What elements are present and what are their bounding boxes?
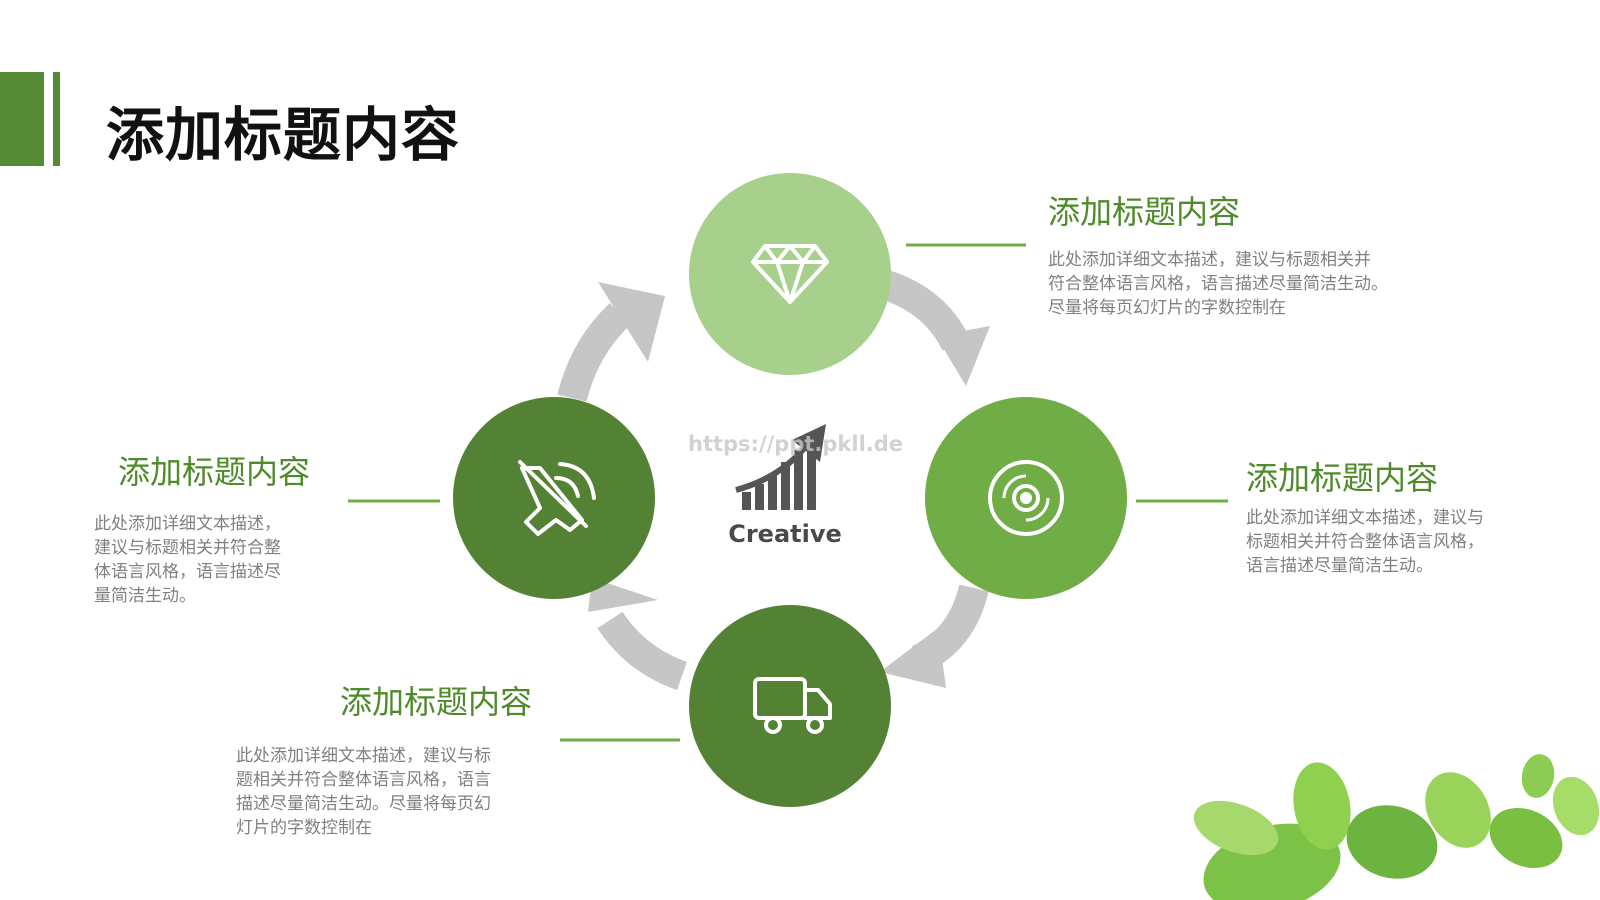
desc-line: 此处添加详细文本描述，建议与标 bbox=[236, 746, 491, 766]
desc-line: 尽量将每页幻灯片的字数控制在 bbox=[1048, 298, 1286, 318]
block-title-bottom: 添加标题内容 bbox=[340, 683, 533, 721]
center-label: Creative bbox=[728, 520, 842, 548]
arrow-head-top-right bbox=[936, 326, 990, 386]
connector-lines bbox=[348, 243, 1228, 742]
arrow-bottom-left bbox=[597, 611, 688, 691]
block-title-top: 添加标题内容 bbox=[1048, 193, 1241, 231]
node-left-circle bbox=[453, 397, 655, 599]
desc-line: 语言描述尽量简洁生动。 bbox=[1246, 556, 1433, 576]
node-top-circle bbox=[689, 173, 891, 375]
block-title-right: 添加标题内容 bbox=[1246, 459, 1439, 497]
node-top bbox=[689, 173, 891, 375]
desc-line: 量简洁生动。 bbox=[94, 586, 196, 606]
block-desc-bottom: 此处添加详细文本描述，建议与标 题相关并符合整体语言风格，语言 描述尽量简洁生动… bbox=[236, 744, 491, 840]
desc-line: 符合整体语言风格，语言描述尽量简洁生动。 bbox=[1048, 274, 1388, 294]
desc-line: 体语言风格，语言描述尽 bbox=[94, 562, 281, 582]
desc-line: 此处添加详细文本描述， bbox=[94, 514, 281, 534]
arrow-left-top bbox=[557, 303, 631, 402]
node-bottom-circle bbox=[689, 605, 891, 807]
desc-line: 此处添加详细文本描述，建议与 bbox=[1246, 508, 1484, 528]
node-right bbox=[925, 397, 1127, 599]
watermark: https://ppt.pkll.de bbox=[688, 432, 904, 456]
desc-line: 题相关并符合整体语言风格，语言 bbox=[236, 770, 491, 790]
arrow-head-right-bottom bbox=[880, 628, 946, 688]
block-desc-right: 此处添加详细文本描述，建议与 标题相关并符合整体语言风格， 语言描述尽量简洁生动… bbox=[1246, 506, 1484, 578]
arrow-head-left-top bbox=[598, 282, 665, 362]
node-left bbox=[453, 397, 655, 599]
diamond-icon bbox=[751, 244, 829, 304]
speaker-icon bbox=[518, 460, 596, 536]
accent-bar bbox=[0, 72, 44, 166]
desc-line: 灯片的字数控制在 bbox=[236, 818, 372, 838]
growth-chart-icon bbox=[735, 424, 826, 510]
leaves-decoration bbox=[1193, 754, 1600, 900]
block-desc-left: 此处添加详细文本描述， 建议与标题相关并符合整 体语言风格，语言描述尽 量简洁生… bbox=[94, 512, 281, 608]
block-title-left: 添加标题内容 bbox=[118, 453, 311, 491]
desc-line: 建议与标题相关并符合整 bbox=[94, 538, 281, 558]
arrow-heads bbox=[588, 282, 990, 688]
desc-line: 标题相关并符合整体语言风格， bbox=[1246, 532, 1484, 552]
desc-line: 描述尽量简洁生动。尽量将每页幻 bbox=[236, 794, 491, 814]
disc-icon bbox=[988, 460, 1064, 536]
truck-icon bbox=[753, 677, 832, 734]
accent-line bbox=[53, 72, 60, 166]
node-bottom bbox=[689, 605, 891, 807]
desc-line: 此处添加详细文本描述，建议与标题相关并 bbox=[1048, 250, 1371, 270]
block-desc-top: 此处添加详细文本描述，建议与标题相关并 符合整体语言风格，语言描述尽量简洁生动。… bbox=[1048, 248, 1388, 320]
cycle-arrows bbox=[557, 269, 989, 691]
arrow-head-bottom-left bbox=[588, 578, 658, 612]
page-title: 添加标题内容 bbox=[106, 101, 461, 169]
